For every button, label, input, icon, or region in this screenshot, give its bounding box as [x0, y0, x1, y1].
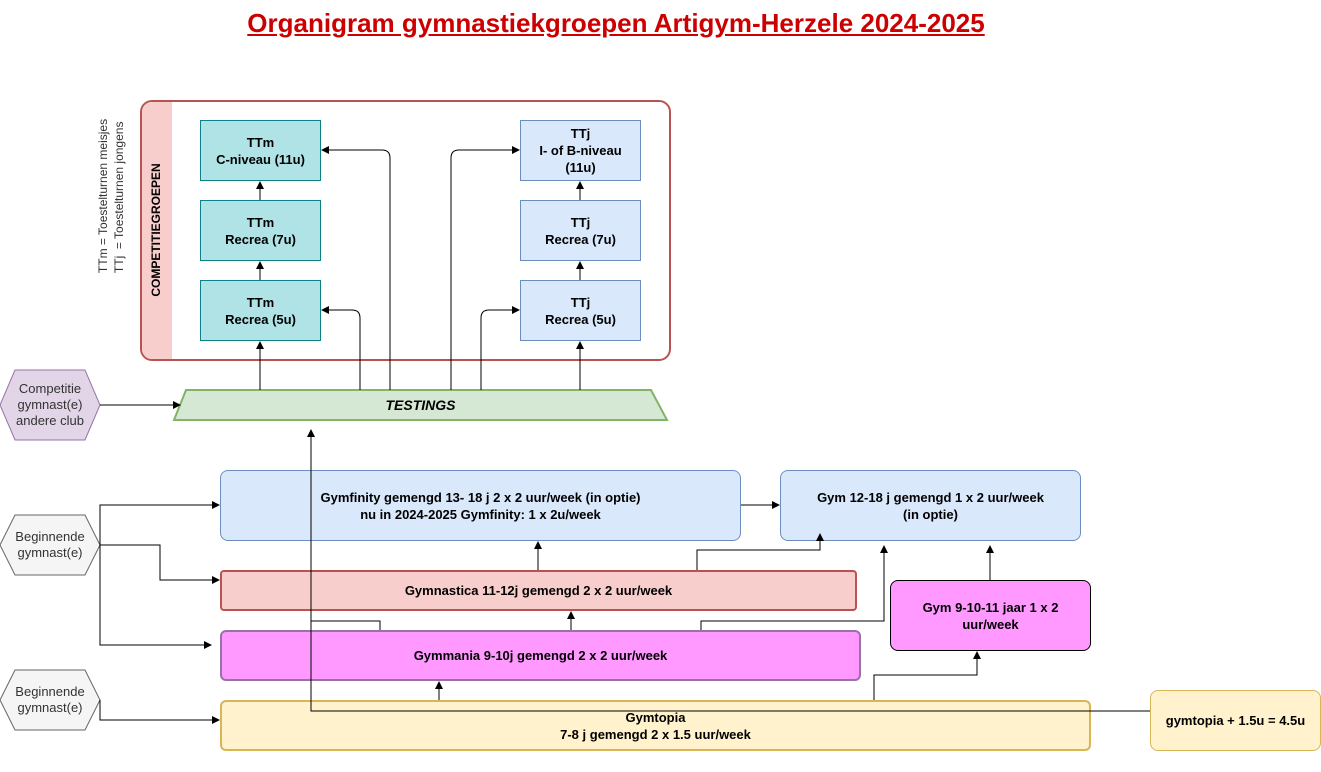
beginner-gymnast-hexagon-1[interactable]: Beginnende gymnast(e) [15, 529, 85, 560]
gymfinity-box[interactable]: Gymfinity gemengd 13- 18 j 2 x 2 uur/wee… [220, 470, 741, 541]
gym-12-18-box[interactable]: Gym 12-18 j gemengd 1 x 2 uur/week (in o… [780, 470, 1081, 541]
ttm-c-niveau-box[interactable]: TTm C-niveau (11u) [200, 120, 321, 181]
hexagon-beginner-2-shape [0, 669, 101, 731]
gymtopia-plus-box[interactable]: gymtopia + 1.5u = 4.5u [1150, 690, 1321, 751]
ttj-ib-niveau-box[interactable]: TTj I- of B-niveau (11u) [520, 120, 641, 181]
hexagon-beginner-1-shape [0, 514, 101, 576]
ttj-recrea-5u-box[interactable]: TTj Recrea (5u) [520, 280, 641, 341]
competitie-other-club-hexagon[interactable]: Competitie gymnast(e) andere club [16, 381, 84, 428]
gymnastica-box[interactable]: Gymnastica 11-12j gemengd 2 x 2 uur/week [220, 570, 857, 611]
ttj-recrea-7u-box[interactable]: TTj Recrea (7u) [520, 200, 641, 261]
gym-9-10-11-box[interactable]: Gym 9-10-11 jaar 1 x 2 uur/week [890, 580, 1091, 651]
hexagon-competitie-shape [0, 369, 101, 441]
testings-label[interactable]: TESTINGS [385, 396, 456, 413]
testings-shape [172, 389, 669, 421]
beginner-gymnast-hexagon-2[interactable]: Beginnende gymnast(e) [15, 684, 85, 715]
gymmania-box[interactable]: Gymmania 9-10j gemengd 2 x 2 uur/week [220, 630, 861, 681]
gymtopia-box[interactable]: Gymtopia 7-8 j gemengd 2 x 1.5 uur/week [220, 700, 1091, 751]
competition-group-strip [142, 102, 172, 359]
ttm-recrea-7u-box[interactable]: TTm Recrea (7u) [200, 200, 321, 261]
page-title: Organigram gymnastiekgroepen Artigym-Her… [247, 8, 985, 38]
ttm-recrea-5u-box[interactable]: TTm Recrea (5u) [200, 280, 321, 341]
